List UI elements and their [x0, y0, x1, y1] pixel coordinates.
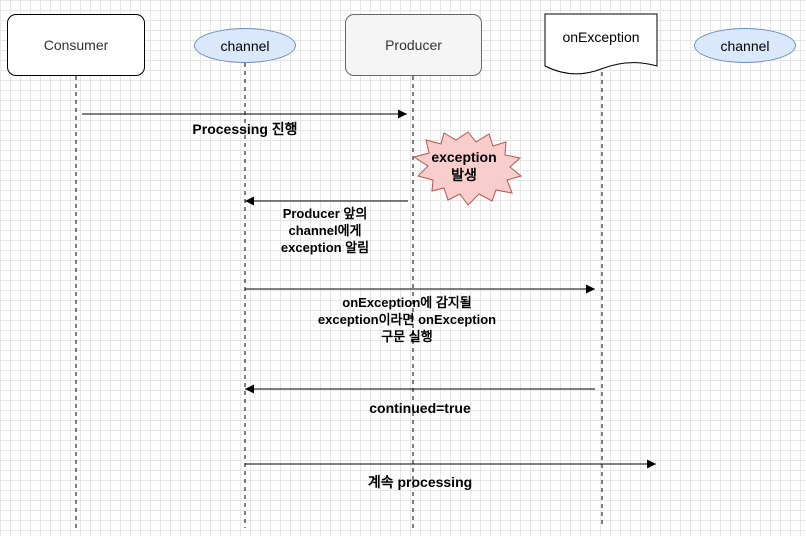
continue-processing-message-label: 계속 processing: [367, 474, 473, 490]
exception-burst-label: exception 발생: [418, 148, 510, 184]
channel-participant-2: channel: [694, 28, 796, 63]
consumer-label: Consumer: [43, 37, 109, 53]
channel-participant: channel: [194, 28, 296, 63]
continued-message-label: continued=true: [369, 400, 471, 416]
processing-message-label: Processing 진행: [192, 121, 298, 137]
on-exception-document-shape: [544, 13, 658, 75]
on-exception-run-message-label: onException에 감지될 exception이라면 onExceptio…: [317, 295, 497, 344]
notify-message-label: Producer 앞의 channel에게 exception 알림: [280, 206, 370, 255]
channel-label: channel: [220, 37, 270, 54]
exception-burst-shape: [412, 131, 523, 206]
consumer-participant: Consumer: [7, 14, 145, 76]
channel-label-2: channel: [720, 37, 770, 54]
exception-burst-line2: 발생: [451, 167, 477, 183]
producer-participant: Producer: [345, 14, 482, 76]
on-exception-label: onException: [562, 29, 640, 45]
producer-label: Producer: [385, 37, 442, 53]
exception-burst-line1: exception: [431, 149, 497, 165]
